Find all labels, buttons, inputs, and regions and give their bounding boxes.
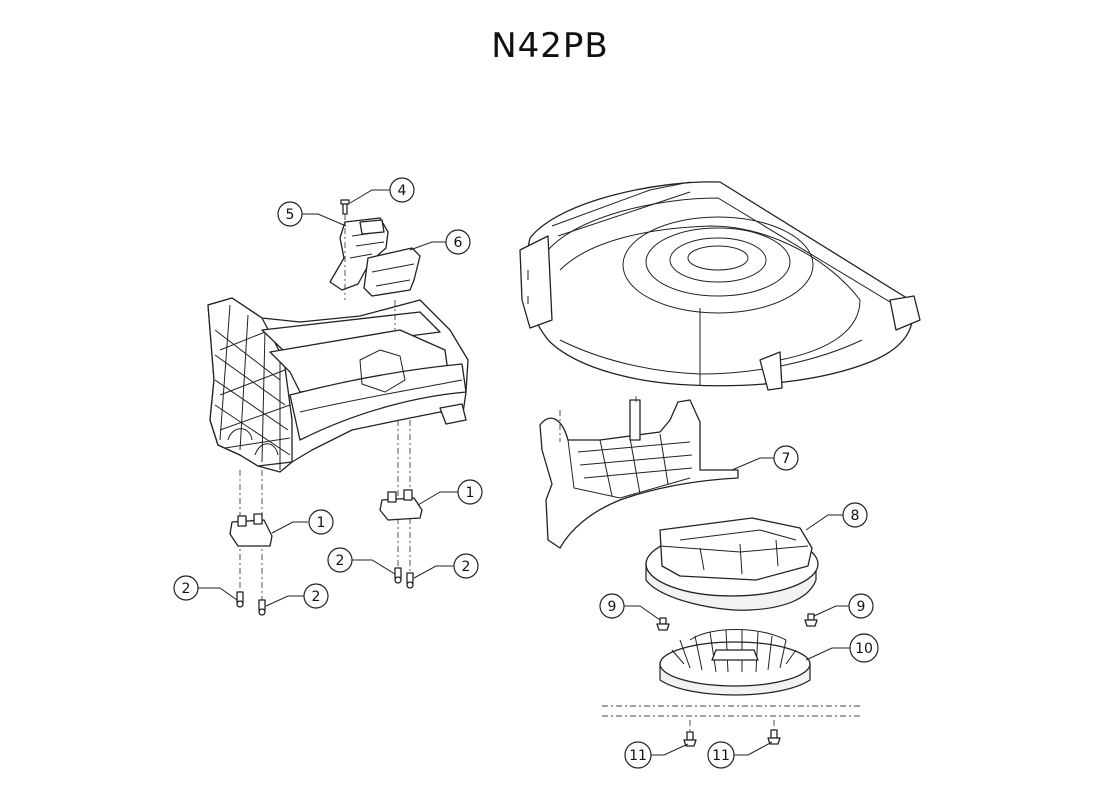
screw-part-2c (394, 567, 402, 584)
svg-text:4: 4 (398, 183, 407, 199)
svg-text:1: 1 (317, 515, 326, 531)
diagram-title: N42PB (491, 26, 609, 66)
mower-deck-part (519, 181, 921, 391)
cover-plate-part (363, 247, 421, 297)
svg-text:10: 10 (855, 641, 873, 657)
svg-text:2: 2 (336, 553, 345, 569)
svg-text:2: 2 (462, 559, 471, 575)
callout-2-b: 2 (265, 583, 329, 609)
callout-5: 5 (277, 201, 347, 227)
screw-part-2d (406, 572, 414, 589)
svg-text:11: 11 (712, 748, 730, 764)
svg-text:6: 6 (454, 235, 463, 251)
svg-text:2: 2 (312, 589, 321, 605)
svg-text:7: 7 (782, 451, 791, 467)
callout-9-left: 9 (599, 593, 661, 621)
svg-text:11: 11 (629, 748, 647, 764)
clip-part-left (229, 513, 273, 547)
baffle-part (539, 399, 739, 549)
screw-part-2a (236, 591, 244, 608)
screw-part-2b (258, 599, 266, 616)
callout-2-d: 2 (413, 553, 479, 579)
svg-text:5: 5 (286, 207, 295, 223)
callout-1-left: 1 (271, 509, 334, 535)
callout-2-c: 2 (327, 547, 396, 575)
callout-4: 4 (349, 177, 415, 204)
callout-10: 10 (805, 633, 879, 663)
handle-bracket-part (329, 217, 389, 291)
callout-11-left: 11 (624, 741, 689, 769)
clip-part-right (379, 489, 423, 521)
svg-text:2: 2 (182, 581, 191, 597)
rear-frame-part (207, 297, 469, 473)
callout-7: 7 (731, 445, 799, 471)
callout-2-a: 2 (173, 575, 238, 601)
fan-housing-part (645, 517, 819, 611)
screw-part-9b (804, 613, 818, 627)
callout-6: 6 (409, 229, 471, 255)
svg-text:9: 9 (608, 599, 617, 615)
cooling-fan-part (659, 629, 811, 696)
screw-part-4 (340, 199, 350, 215)
screw-part-11b (767, 729, 781, 745)
svg-text:9: 9 (857, 599, 866, 615)
screw-part-9a (656, 617, 670, 631)
svg-text:8: 8 (851, 508, 860, 524)
svg-text:1: 1 (466, 485, 475, 501)
callout-8: 8 (805, 502, 868, 531)
screw-part-11a (683, 731, 697, 747)
callout-1-right: 1 (417, 479, 483, 506)
callout-11-right: 11 (707, 741, 773, 769)
callout-9-right: 9 (813, 593, 874, 619)
